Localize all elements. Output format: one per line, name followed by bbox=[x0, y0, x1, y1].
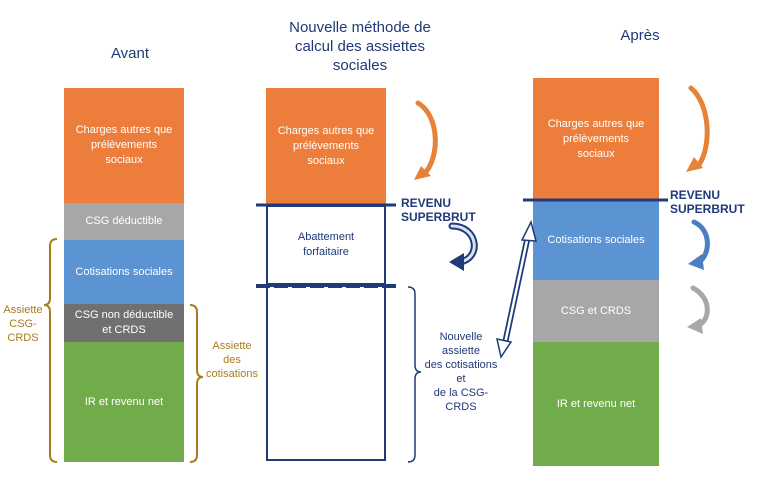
middle-charges-line1: Charges autres que prélèvements bbox=[277, 125, 375, 152]
middle-charges-box: Charges autres que prélèvements sociaux bbox=[266, 88, 386, 205]
title-avant-text: Avant bbox=[110, 45, 150, 62]
left-ir-revenu-box: IR et revenu net bbox=[64, 342, 184, 462]
right-cotisations-box: Cotisations sociales bbox=[533, 200, 659, 280]
left-charges-line2: sociaux bbox=[105, 154, 143, 166]
right-orange-curved-arrow bbox=[688, 85, 710, 170]
right-blue-arrowhead bbox=[688, 254, 704, 270]
left-cotisations-label: Cotisations sociales bbox=[75, 265, 173, 278]
middle-charges-line2: sociaux bbox=[307, 155, 345, 167]
left-cotisations-box: Cotisations sociales bbox=[64, 240, 184, 304]
middle-revenu-superbrut-text: REVENU SUPERBRUT bbox=[401, 196, 476, 224]
right-revenu-superbrut-text: REVENU SUPERBRUT bbox=[670, 188, 745, 216]
left-csg-deductible-box: CSG déductible bbox=[64, 203, 184, 240]
title-nouvelle-line2: calcul des assiettes sociales bbox=[294, 38, 426, 74]
right-orange-arrowhead bbox=[686, 157, 703, 172]
left-charges-box: Charges autres que prélèvements sociaux bbox=[64, 88, 184, 203]
diagonal-arrowhead-top bbox=[520, 219, 537, 242]
right-charges-box: Charges autres que prélèvements sociaux bbox=[533, 78, 659, 200]
left-ir-revenu-label: IR et revenu net bbox=[84, 395, 164, 408]
middle-revenu-superbrut-label: REVENU SUPERBRUT bbox=[401, 196, 511, 224]
middle-abattement-box: Abattement forfaitaire bbox=[266, 205, 386, 285]
left-csg-non-deductible-label: CSG non déductible et CRDS bbox=[74, 309, 174, 336]
assiette-csg-line1: Assiette bbox=[3, 304, 43, 316]
middle-orange-curved-arrow bbox=[415, 100, 438, 177]
title-avant: Avant bbox=[95, 44, 165, 63]
title-nouvelle-line1: Nouvelle méthode de bbox=[289, 19, 431, 36]
middle-abattement-label: Abattement forfaitaire bbox=[297, 231, 355, 258]
left-gold-bracket bbox=[43, 238, 58, 463]
nouvelle-line3: de la CSG-CRDS bbox=[433, 387, 489, 413]
nouvelle-assiette-label: Nouvelle assiette des cotisations et de … bbox=[424, 330, 498, 414]
middle-navy-bracket bbox=[407, 286, 422, 463]
title-nouvelle-methode: Nouvelle méthode de calcul des assiettes… bbox=[270, 18, 450, 75]
middle-assiette-box bbox=[266, 285, 386, 461]
right-gold-bracket bbox=[189, 304, 204, 463]
navy-uturn-arrowhead bbox=[449, 253, 464, 271]
nouvelle-line2: des cotisations et bbox=[424, 359, 498, 385]
diagonal-arrowhead-bottom bbox=[496, 338, 513, 359]
left-csg-deductible-label: CSG déductible bbox=[85, 215, 163, 227]
assiette-csg-crds-label: Assiette CSG-CRDS bbox=[0, 303, 46, 345]
assiette-cot-line1: Assiette des bbox=[212, 340, 252, 366]
right-grey-arrowhead bbox=[687, 318, 703, 334]
title-apres: Après bbox=[600, 26, 680, 45]
diagonal-double-arrow-inner bbox=[502, 230, 531, 349]
right-charges-line1: Charges autres que prélèvements bbox=[547, 117, 645, 145]
right-cotisations-label: Cotisations sociales bbox=[547, 233, 645, 246]
right-charges-line2: sociaux bbox=[577, 147, 615, 160]
left-charges-line1: Charges autres que prélèvements bbox=[75, 124, 173, 151]
assiette-cotisations-label: Assiette des cotisations bbox=[205, 339, 259, 381]
assiette-cot-line2: cotisations bbox=[206, 368, 258, 380]
right-ir-revenu-label: IR et revenu net bbox=[556, 397, 636, 410]
right-ir-revenu-box: IR et revenu net bbox=[533, 342, 659, 466]
assiette-csg-line2: CSG-CRDS bbox=[7, 318, 39, 344]
nouvelle-line1: Nouvelle assiette bbox=[439, 331, 483, 357]
right-csg-crds-box: CSG et CRDS bbox=[533, 280, 659, 342]
navy-uturn-arrow-inner bbox=[450, 224, 476, 264]
middle-orange-arrowhead bbox=[414, 166, 431, 180]
right-revenu-superbrut-label: REVENU SUPERBRUT bbox=[670, 188, 768, 216]
right-csg-crds-label: CSG et CRDS bbox=[560, 304, 632, 317]
left-csg-non-deductible-box: CSG non déductible et CRDS bbox=[64, 304, 184, 342]
title-apres-text: Après bbox=[620, 27, 660, 44]
